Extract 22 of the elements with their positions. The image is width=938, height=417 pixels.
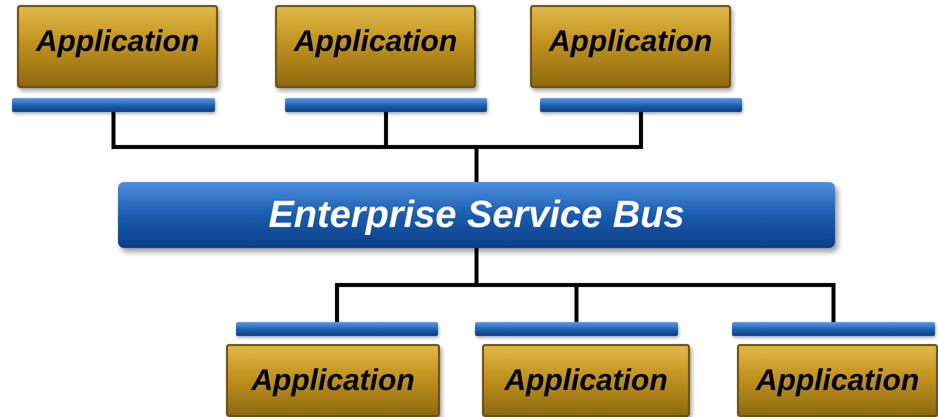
adapter-bar	[285, 98, 487, 112]
application-label: Application	[548, 25, 712, 59]
application-box	[530, 5, 731, 88]
adapter-bar	[236, 322, 438, 336]
connector-line	[474, 248, 836, 322]
application-box	[737, 344, 938, 417]
bus-bar	[118, 182, 835, 248]
connector-line	[474, 112, 643, 182]
application-label: Application	[504, 364, 668, 398]
application-box	[275, 5, 476, 88]
application-label: Application	[294, 25, 458, 59]
application-label: Application	[756, 364, 920, 398]
application-box	[482, 344, 690, 417]
adapter-bar	[12, 98, 215, 112]
adapter-bar	[732, 322, 935, 336]
application-box	[226, 344, 440, 417]
bus-label: Enterprise Service Bus	[268, 194, 685, 236]
application-box	[17, 5, 218, 88]
application-label: Application	[36, 25, 200, 59]
adapter-bar	[475, 322, 678, 336]
application-label: Application	[251, 364, 415, 398]
adapter-bar	[540, 98, 742, 112]
